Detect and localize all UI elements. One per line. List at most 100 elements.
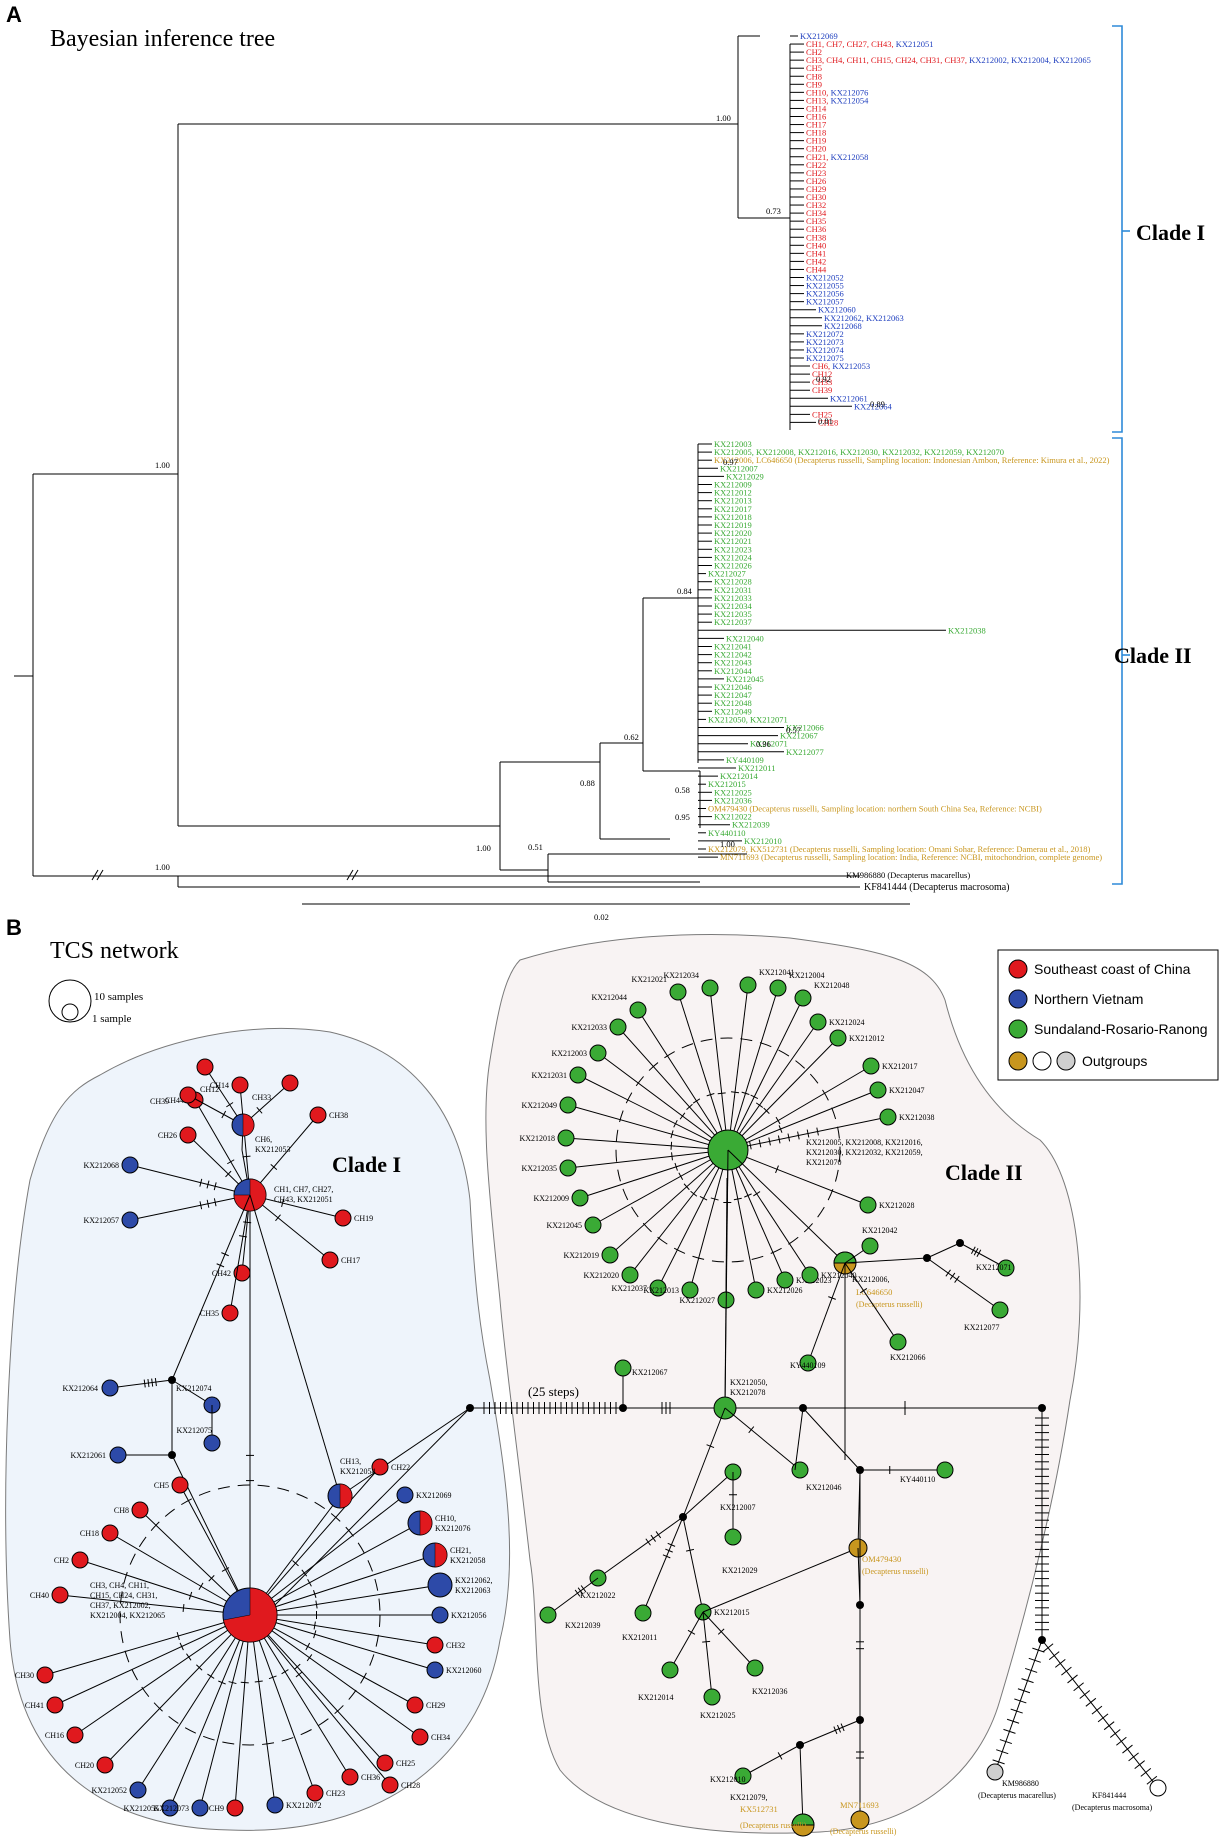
tree-tip-label: KX212077: [786, 747, 824, 757]
haplotype-label: KX212021: [631, 975, 667, 984]
mutation-tick: [945, 1269, 951, 1277]
network-edge: [204, 1066, 244, 1126]
network-edge: [44, 1614, 251, 1676]
tree-tip-label: KX212067: [780, 731, 818, 741]
mutation-tick: [667, 1542, 676, 1547]
haplotype-label: KX212050,: [730, 1378, 768, 1387]
mutation-tick: [254, 1680, 263, 1683]
tree-tip-label: KX212027: [708, 569, 746, 579]
haplotype-label: KX212058: [450, 1556, 486, 1565]
mutation-tick: [686, 1103, 693, 1110]
tree-tip-label: CH29: [806, 184, 826, 194]
haplotype-label: KX212060: [446, 1666, 482, 1675]
haplotype-node: [861, 1237, 879, 1255]
mutation-tick: [275, 1214, 281, 1222]
tree-tip-label: KX212046: [714, 682, 752, 692]
tree-tip-label: KX212023: [714, 544, 752, 554]
support-value: 1.00: [716, 113, 731, 123]
haplotype-label: CH41: [25, 1701, 44, 1710]
network-edge: [229, 1194, 251, 1314]
network-edge: [642, 1516, 684, 1614]
haplotype-label: CH25: [396, 1759, 415, 1768]
mutation-tick: [221, 1567, 230, 1572]
haplotype-node: [426, 1636, 444, 1654]
tree-tip-label: KY440110: [708, 828, 745, 838]
haplotype-label: KX212055: [123, 1804, 159, 1813]
haplotype-node: [629, 1001, 647, 1019]
haplotype-node: [381, 1776, 399, 1794]
tree-tip-label: CH1, CH7, CH27, CH43, KX212051: [806, 39, 934, 49]
tree-tip-label: KX212044: [714, 666, 753, 676]
tree-tip-label: KX212042: [714, 650, 752, 660]
haplotype-label: KX212069: [416, 1491, 452, 1500]
size-key-large-circle: [48, 979, 92, 1023]
tree-tip-label: KX212041: [714, 642, 752, 652]
haplotype-node: [121, 1156, 139, 1174]
tree-tip-label: CH30: [806, 192, 826, 202]
tree-tip-label: CH20: [806, 144, 826, 154]
mutation-tick: [1116, 1736, 1127, 1746]
network-edge: [239, 1084, 251, 1196]
network-edge: [59, 1594, 251, 1616]
haplotype-label: CH44: [165, 1096, 184, 1105]
haplotype-label: CH22: [391, 1463, 410, 1472]
mutation-tick: [577, 1587, 584, 1595]
haplotype-label: CH10,: [435, 1514, 456, 1523]
haplotype-node: [129, 1781, 147, 1799]
legend-china-swatch: [1008, 959, 1028, 979]
haplotype-label: KX212009: [533, 1194, 569, 1203]
haplotype-node: [427, 1572, 453, 1598]
haplotype-label: KX212011: [622, 1633, 657, 1642]
mutation-tick: [706, 1444, 715, 1449]
mutation-tick: [949, 1272, 956, 1280]
legend-outgroup-swatch-3: [1056, 1051, 1076, 1071]
network-edge: [547, 1577, 599, 1616]
mutation-tick: [1091, 1705, 1103, 1715]
mutation-tick: [213, 1198, 217, 1207]
mutation-tick: [206, 1180, 210, 1189]
tree-tip-label: KX212028: [714, 577, 752, 587]
haplotype-label: LC646650: [856, 1287, 892, 1297]
network-edge: [577, 1074, 729, 1151]
mutation-tick: [741, 1091, 750, 1095]
haplotype-label: KX212045: [546, 1221, 582, 1230]
mutation-tick: [313, 1621, 316, 1630]
mutation-tick: [1024, 1667, 1038, 1673]
network-edge: [682, 1407, 726, 1518]
network-edge: [129, 1164, 251, 1196]
clade-1-label: Clade I: [1136, 220, 1205, 245]
haplotype-label: CH3, CH4, CH11,: [90, 1581, 149, 1590]
network-edge: [567, 1149, 729, 1169]
haplotype-label: CH1, CH7, CH27,: [274, 1185, 333, 1194]
tree-tip-label: KX212060: [818, 305, 856, 315]
haplotype-label: KX212038: [899, 1113, 935, 1122]
mutation-tick: [1085, 1697, 1097, 1707]
haplotype-label: KX212079,: [730, 1793, 768, 1802]
mutation-tick: [182, 1603, 185, 1613]
support-value: 0.92: [816, 374, 831, 384]
haplotype-node: [36, 1666, 54, 1684]
haplotype-label: CH29: [426, 1701, 445, 1710]
network-edge: [592, 1149, 729, 1226]
mutation-tick: [295, 1671, 303, 1678]
mutation-tick: [1014, 1698, 1027, 1704]
mutation-tick: [775, 1165, 779, 1174]
haplotype-node: [334, 1209, 352, 1227]
tree-tip-label: CH44: [806, 264, 827, 274]
mutation-tick: [196, 1664, 203, 1671]
haplotype-label: CH36: [361, 1773, 380, 1782]
support-value: 0.95: [675, 812, 690, 822]
mutation-tick: [730, 1091, 740, 1094]
mutation-tick: [777, 1135, 781, 1144]
median-vector: [1038, 1404, 1046, 1412]
network-edge: [617, 1026, 729, 1151]
mutation-tick: [655, 1531, 662, 1539]
haplotype-node: [634, 1604, 652, 1622]
network-edge: [844, 1262, 899, 1343]
mutation-tick: [1122, 1744, 1133, 1754]
haplotype-node: [431, 1606, 449, 1624]
haplotype-node: [221, 1304, 239, 1322]
haplotype-node-slice: [419, 1510, 433, 1536]
